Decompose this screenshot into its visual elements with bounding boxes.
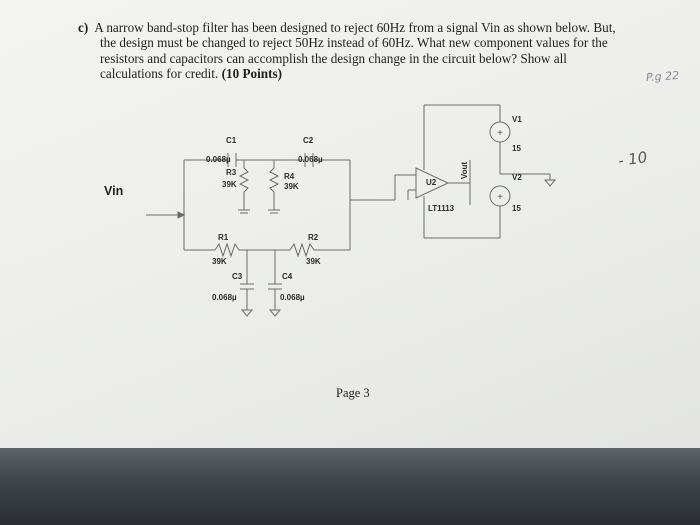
c2-name: C2 (303, 136, 314, 145)
c3-name: C3 (232, 272, 243, 281)
v2-plus-icon: + (497, 192, 503, 203)
r1-value: 39K (212, 257, 227, 266)
ground-icon (240, 309, 254, 317)
r2-value: 39K (306, 257, 321, 266)
ground-icon (543, 179, 557, 187)
question-text: c)A narrow band-stop filter has been des… (78, 20, 668, 81)
c4-value: 0.068µ (280, 293, 305, 302)
c2-value: 0.068µ (298, 155, 323, 164)
r1-name: R1 (218, 233, 229, 242)
page-number: Page 3 (336, 386, 370, 400)
vout-label: Vout (460, 161, 470, 180)
c4-name: C4 (282, 272, 293, 281)
r4-name: R4 (284, 172, 295, 181)
vin-arrow-icon (177, 211, 186, 219)
v2-name: V2 (512, 173, 522, 182)
question-label: c) (78, 20, 89, 35)
r3-zigzag (238, 167, 250, 193)
c1-name: C1 (226, 136, 237, 145)
question-line-2: the design must be changed to reject 50H… (100, 35, 608, 51)
r4-zigzag (268, 167, 280, 193)
question-line-1: c)A narrow band-stop filter has been des… (78, 20, 616, 35)
v1-value: 15 (512, 144, 521, 153)
desk-edge (0, 448, 700, 525)
u2-part: LT1113 (428, 204, 455, 213)
opamp-triangle (415, 167, 450, 199)
ground-icon (268, 309, 282, 317)
r2-name: R2 (308, 233, 319, 242)
question-line-4: calculations for credit. (10 Points) (100, 65, 283, 81)
points-label: (10 Points) (221, 65, 283, 81)
v2-value: 15 (512, 204, 521, 213)
r4-value: 39K (284, 182, 299, 191)
r2-zigzag (289, 242, 315, 258)
vin-label: Vin (104, 184, 124, 198)
r3-value: 39K (222, 180, 237, 189)
c3-value: 0.068µ (212, 293, 237, 302)
c1-value: 0.068µ (206, 155, 231, 164)
v1-name: V1 (512, 115, 522, 124)
r1-zigzag (214, 242, 240, 258)
u2-name: U2 (426, 178, 437, 187)
question-line-3: resistors and capacitors can accomplish … (100, 50, 567, 66)
r3-name: R3 (226, 168, 237, 177)
v1-plus-icon: + (497, 128, 503, 139)
